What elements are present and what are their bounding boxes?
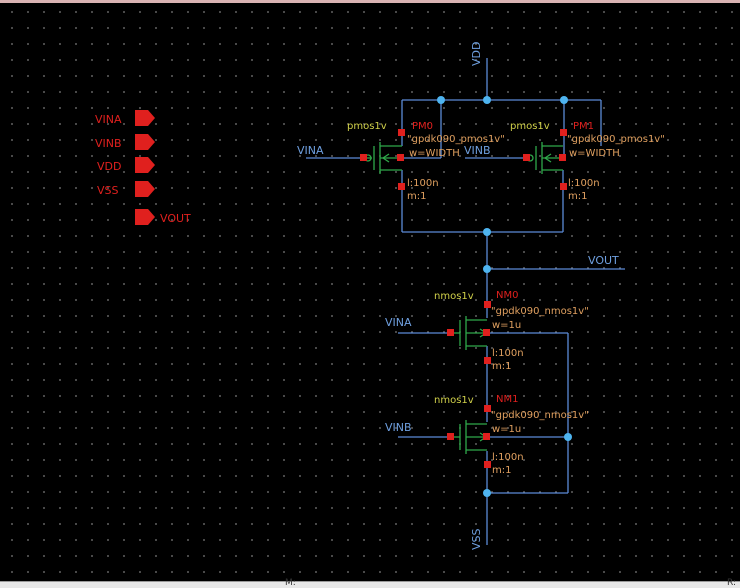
input-pin-icon [135, 110, 155, 126]
terminal-icon [447, 433, 454, 440]
device-cell-name: nmos1v [434, 395, 474, 406]
pmos-device-pm1[interactable]: pmos1v PM1 "gpdk090_pmos1v" w=WIDTH l:10… [510, 121, 665, 202]
device-cell-name: pmos1v [510, 121, 550, 132]
nmos-device-nm1[interactable]: nmos1v NM1 "gpdk090_nmos1v" w=1u l:100n … [434, 394, 589, 476]
title-edge [0, 0, 740, 3]
device-model: "gpdk090_pmos1v" [567, 134, 665, 145]
terminal-icon [398, 129, 405, 136]
device-multiplier: m:1 [568, 191, 587, 202]
device-instance-name: NM1 [496, 394, 518, 405]
device-instance-name: PM1 [573, 121, 594, 132]
terminal-icon [560, 183, 567, 190]
device-cell-name: pmos1v [347, 121, 387, 132]
device-multiplier: m:1 [407, 191, 426, 202]
device-multiplier: m:1 [492, 465, 511, 476]
net-label-vdd: VDD [470, 42, 483, 66]
pin-vout[interactable]: VOUT [135, 209, 191, 225]
terminal-icon [484, 357, 491, 364]
pin-label-vina: VINA [95, 113, 122, 126]
net-label-vinb: VINB [385, 421, 412, 434]
terminal-icon [447, 329, 454, 336]
device-model: "gpdk090_pmos1v" [407, 134, 505, 145]
mouse-status-left: M: [285, 578, 296, 588]
device-length: l:100n [568, 178, 600, 189]
pmos-device-pm0[interactable]: pmos1v PM0 "gpdk090_pmos1v" w=WIDTH l:10… [347, 121, 505, 202]
device-instance-name: PM0 [412, 121, 433, 132]
pin-label-vinb: VINB [95, 137, 122, 150]
device-width: w=WIDTH [569, 148, 620, 159]
input-pin-icon [135, 181, 155, 197]
pin-label-vss: VSS [97, 184, 119, 197]
terminal-icon [484, 461, 491, 468]
pin-vina[interactable]: VINA [95, 110, 155, 126]
wires [306, 58, 625, 545]
terminal-icon [484, 301, 491, 308]
device-model: "gpdk090_nmos1v" [491, 410, 589, 421]
mouse-status-right: R: [727, 578, 737, 588]
terminal-icon [397, 154, 404, 161]
net-label-vinb: VINB [464, 144, 491, 157]
terminal-icon [483, 329, 490, 336]
device-multiplier: m:1 [492, 361, 511, 372]
pin-vdd[interactable]: VDD [97, 157, 155, 173]
pin-vss[interactable]: VSS [97, 181, 155, 197]
pin-label-vdd: VDD [97, 160, 121, 173]
terminal-icon [360, 154, 367, 161]
device-model: "gpdk090_nmos1v" [491, 306, 589, 317]
net-label-vout: VOUT [588, 254, 619, 267]
terminal-icon [559, 154, 566, 161]
net-label-vss: VSS [470, 528, 483, 550]
device-length: l:100n [492, 452, 524, 463]
device-length: l:100n [407, 178, 439, 189]
device-cell-name: nmos1v [434, 291, 474, 302]
input-pin-icon [135, 157, 155, 173]
pin-label-vout: VOUT [160, 212, 191, 225]
terminal-icon [484, 405, 491, 412]
device-width: w=1u [492, 424, 521, 435]
terminal-icon [560, 129, 567, 136]
device-length: l:100n [492, 348, 524, 359]
pin-vinb[interactable]: VINB [95, 134, 155, 150]
terminal-icon [523, 154, 530, 161]
net-label-vina: VINA [297, 144, 324, 157]
device-width: w=1u [492, 320, 521, 331]
output-pin-icon [135, 209, 155, 225]
terminal-icon [483, 433, 490, 440]
status-bar: M: R: [0, 578, 740, 588]
net-label-vina: VINA [385, 316, 412, 329]
junction-dots [437, 96, 572, 497]
input-pin-icon [135, 134, 155, 150]
device-width: w=WIDTH [409, 148, 460, 159]
device-instance-name: NM0 [496, 290, 518, 301]
nmos-device-nm0[interactable]: nmos1v NM0 "gpdk090_nmos1v" w=1u l:100n … [434, 290, 589, 372]
terminal-icon [398, 183, 405, 190]
